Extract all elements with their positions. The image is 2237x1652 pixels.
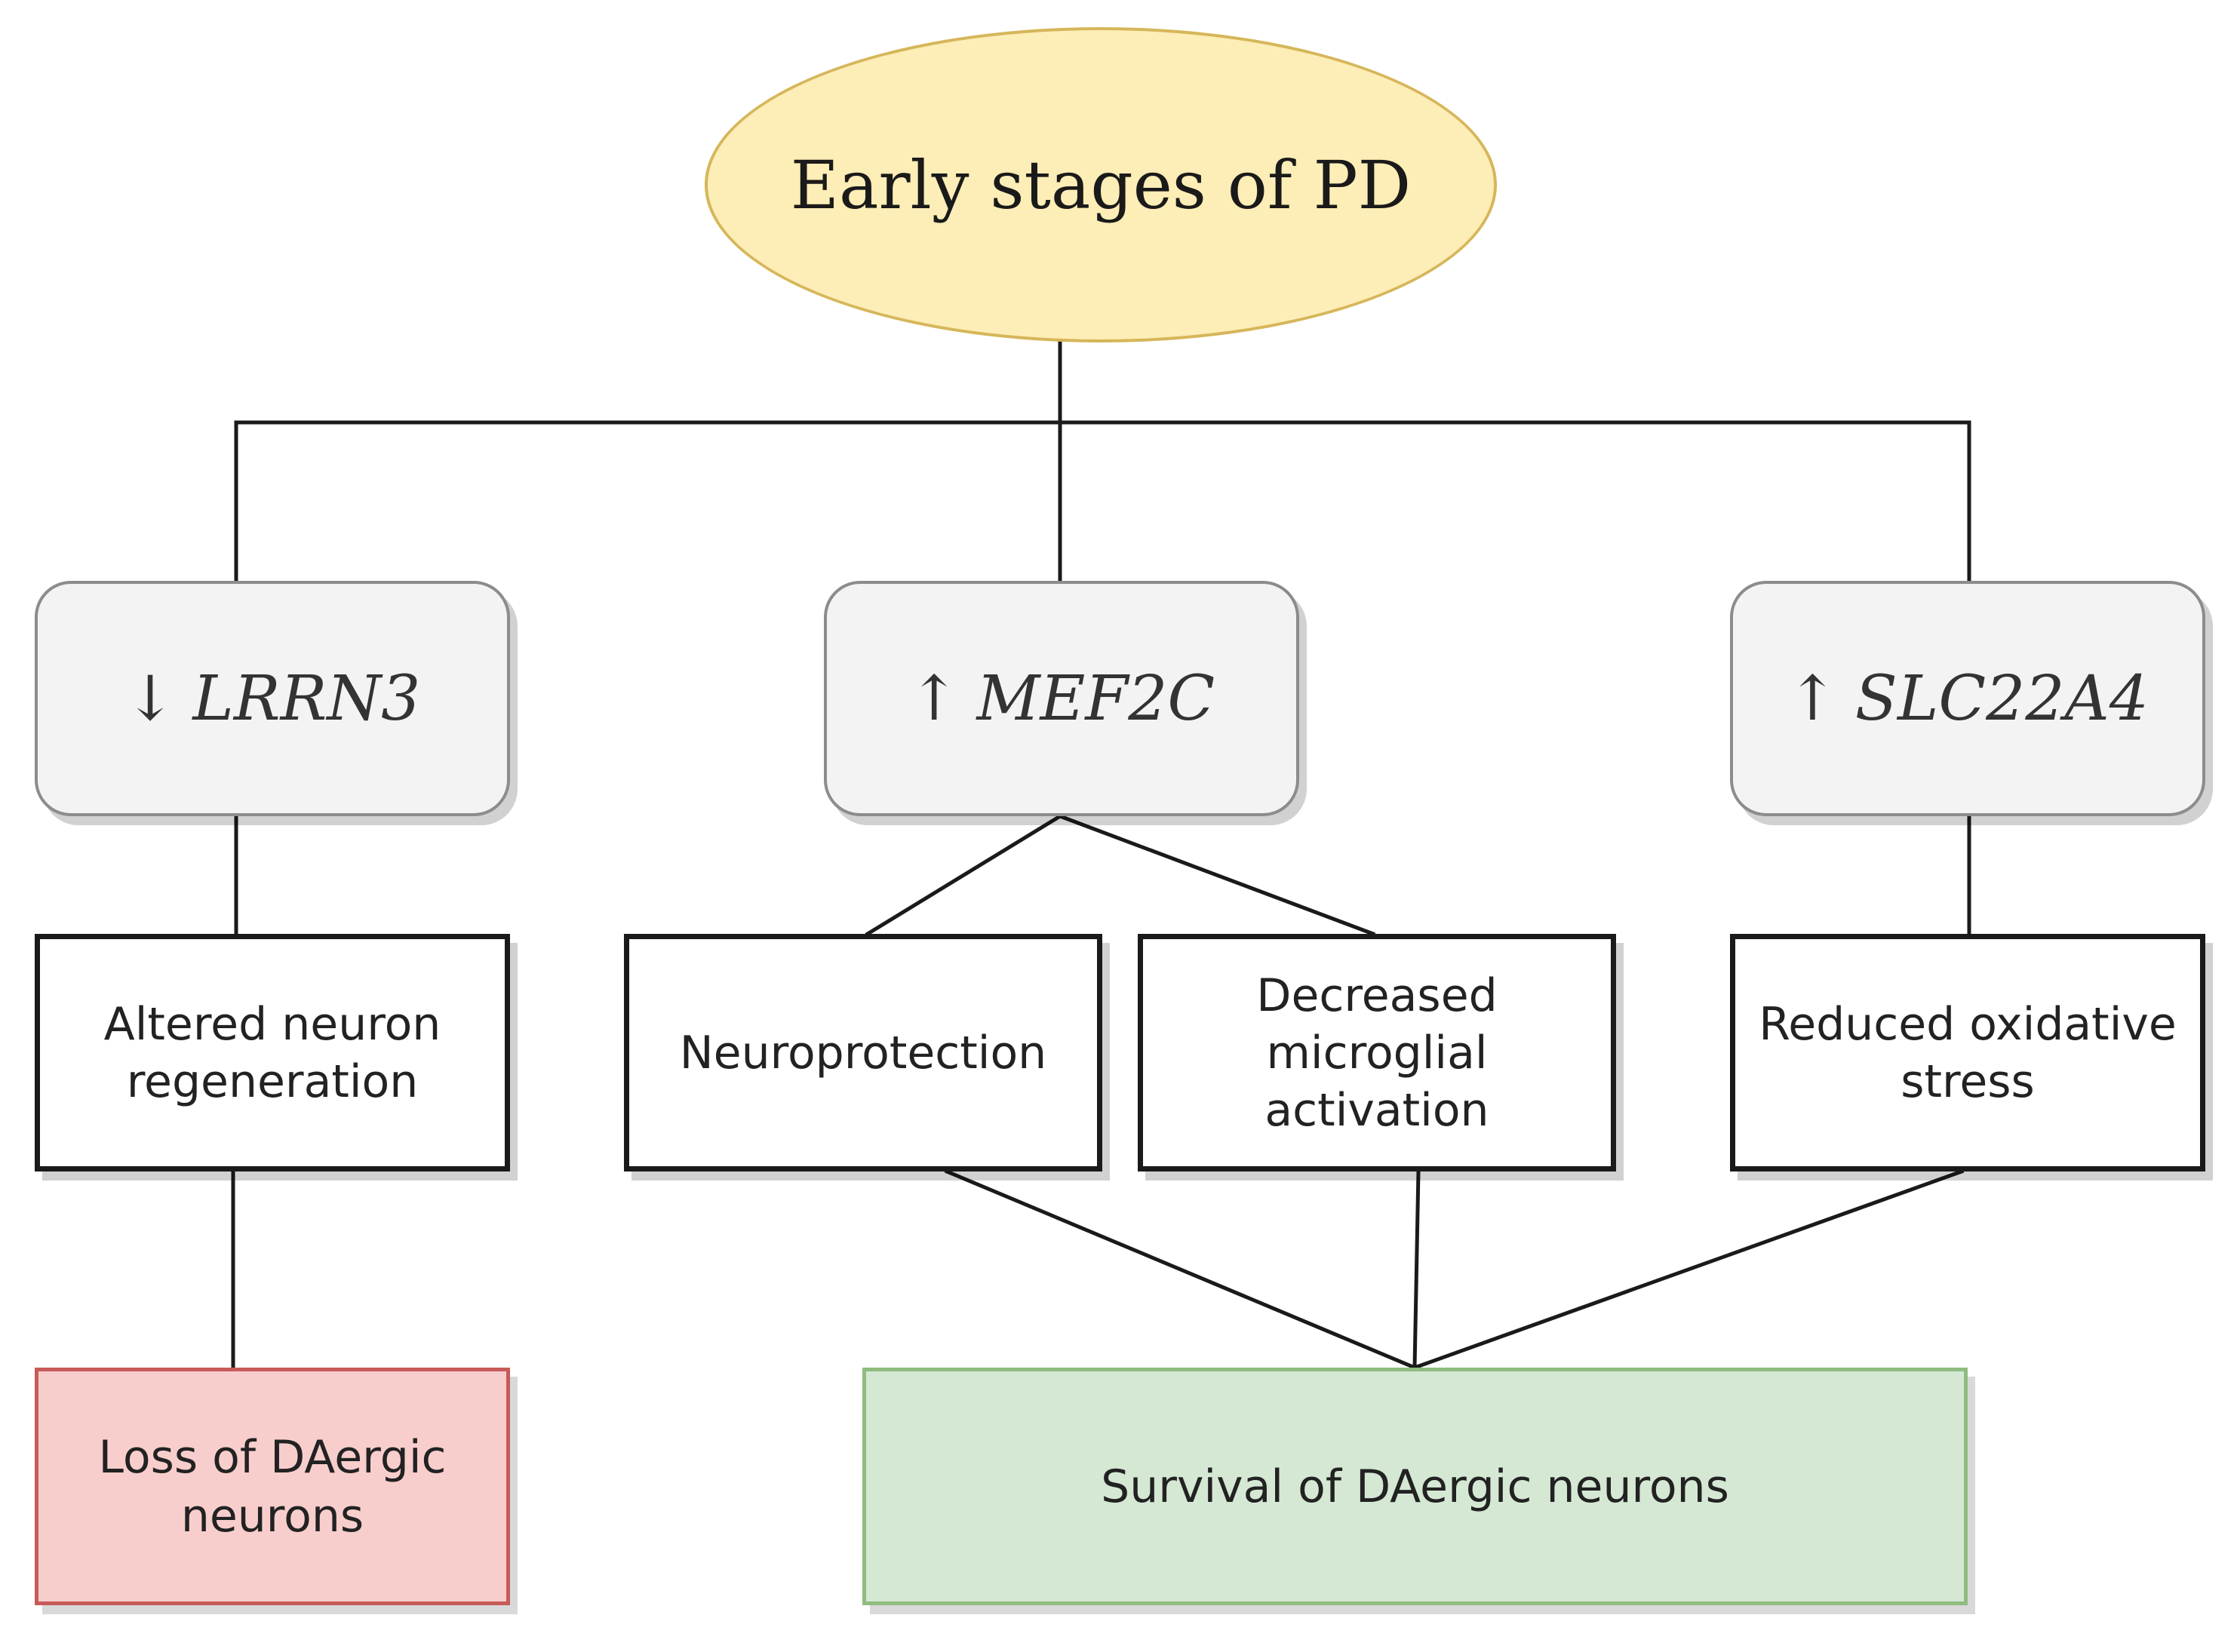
effect-label-microglial-activation: Decreased microglial activation (1256, 969, 1498, 1137)
outcome-node-survival: Survival of DAergic neurons (862, 1368, 1968, 1605)
down-arrow-icon: ↓ (124, 662, 177, 735)
connector-neuroprotection-survival (944, 1168, 1418, 1371)
root-node-early-stages-pd: Early stages of PD (705, 27, 1497, 342)
gene-label-slc22a4: SLC22A4 (1854, 662, 2149, 735)
effect-label-neuroprotection: Neuroprotection (679, 1026, 1047, 1079)
up-arrow-icon: ↑ (1787, 662, 1839, 735)
connector-microglial-survival (1412, 1169, 1421, 1370)
connector-oxidative-survival (1412, 1168, 1965, 1371)
effect-node-altered-regeneration: Altered neuron regeneration (35, 934, 510, 1171)
effect-label-oxidative-stress: Reduced oxidative stress (1759, 997, 2177, 1108)
connector-mef2c-microglial (1057, 813, 1376, 937)
effect-node-neuroprotection: Neuroprotection (624, 934, 1102, 1171)
gene-label-mef2c: MEF2C (976, 662, 1215, 735)
outcome-label-survival: Survival of DAergic neurons (1101, 1460, 1729, 1513)
connector-mef2c-neuroprotection (865, 813, 1063, 937)
effect-label-altered-regeneration: Altered neuron regeneration (103, 997, 441, 1108)
effect-node-microglial-activation: Decreased microglial activation (1138, 934, 1616, 1171)
gene-label-lrrn3: LRRN3 (192, 662, 421, 735)
gene-node-mef2c: ↑ MEF2C (824, 581, 1299, 816)
gene-node-slc22a4: ↑ SLC22A4 (1730, 581, 2205, 816)
outcome-label-loss: Loss of DAergic neurons (98, 1430, 447, 1543)
effect-node-oxidative-stress: Reduced oxidative stress (1730, 934, 2205, 1171)
gene-node-lrrn3: ↓ LRRN3 (35, 581, 510, 816)
root-label: Early stages of PD (790, 146, 1412, 224)
up-arrow-icon: ↑ (908, 662, 960, 735)
outcome-node-loss: Loss of DAergic neurons (35, 1368, 510, 1605)
